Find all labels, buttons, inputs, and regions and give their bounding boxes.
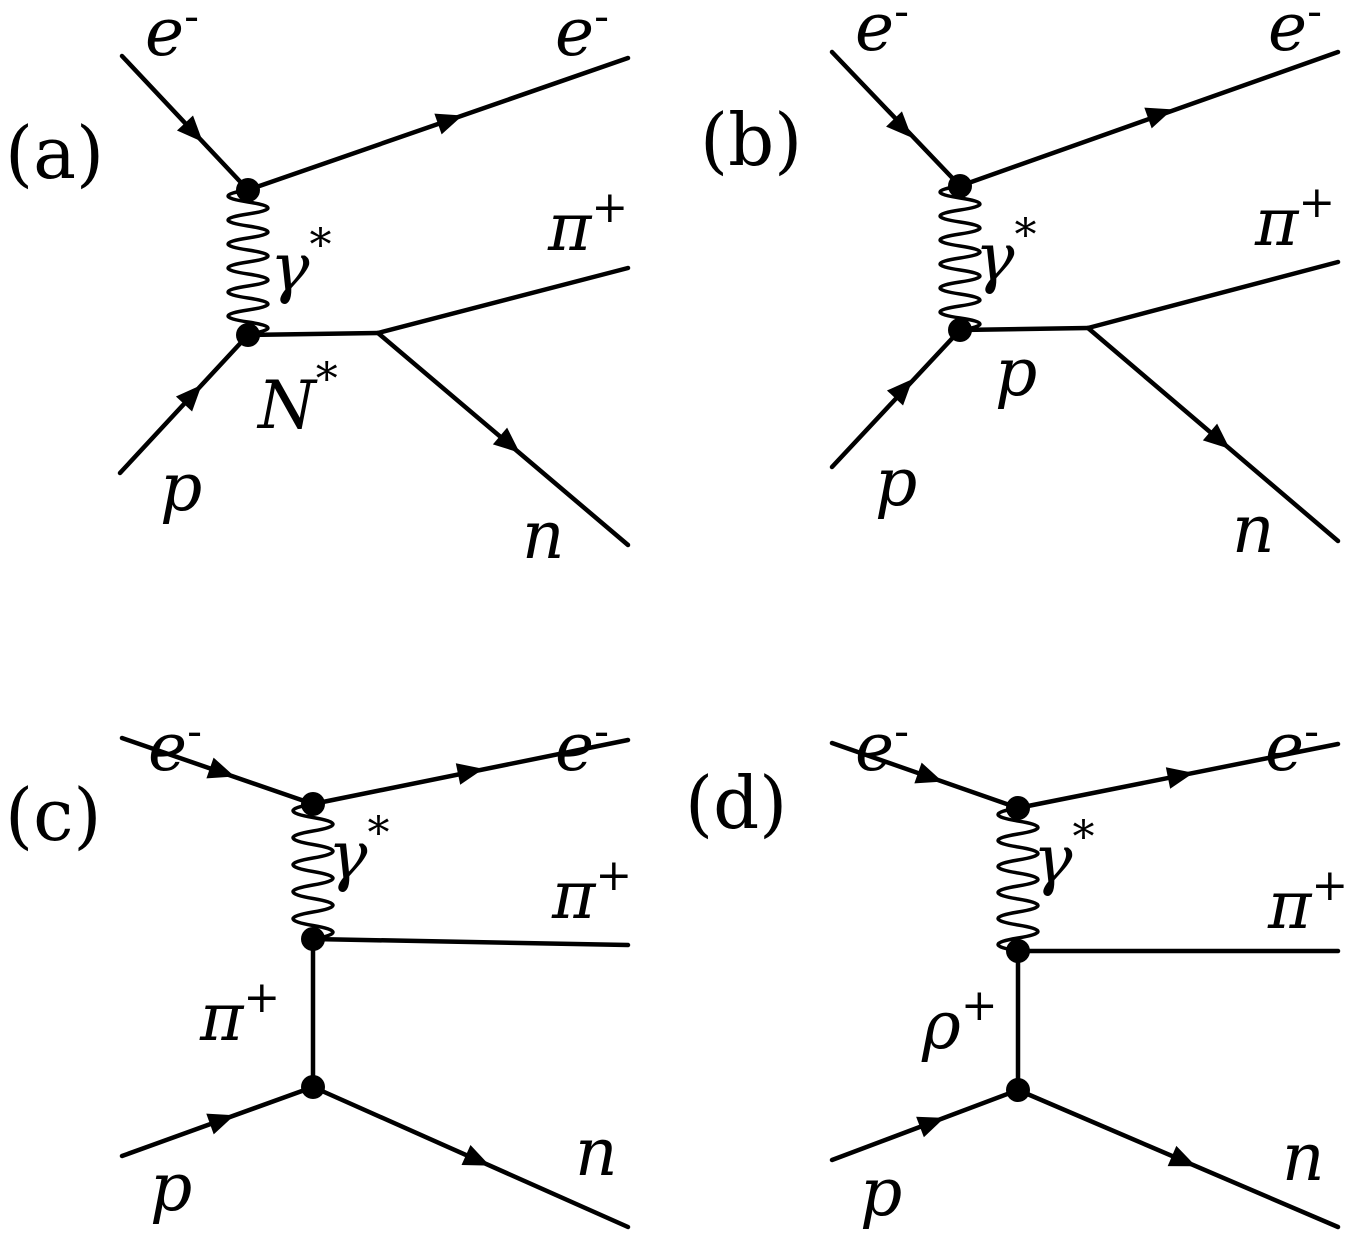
panel-b: (b) e- e- γ* π+ p p n	[700, 0, 1341, 568]
outgoing-neutron-label: n	[522, 497, 565, 574]
outgoing-pion-line	[310, 936, 631, 948]
electron-photon-vertex	[1006, 796, 1030, 820]
photon-label: γ*	[270, 220, 331, 306]
panel-b-label: (b)	[700, 98, 802, 182]
incoming-proton-arrow	[886, 378, 913, 406]
panel-d: (d) e- e- γ* π+ ρ+ p n	[685, 706, 1348, 1231]
incoming-electron-arrow	[176, 115, 203, 142]
electron-photon-vertex	[236, 178, 260, 202]
outgoing-electron-arrow	[434, 113, 463, 135]
intermediate-label: p	[995, 334, 1037, 411]
outgoing-electron-label: e-	[555, 706, 609, 786]
outgoing-pion-label: π+	[547, 182, 628, 266]
outgoing-pion-line	[375, 265, 631, 336]
virtual-photon-line	[291, 802, 335, 941]
photon-proton-vertex	[948, 318, 972, 342]
outgoing-neutron-arrow	[492, 427, 520, 453]
photon-label: γ*	[328, 808, 389, 894]
incoming-proton-label: p	[860, 1154, 902, 1231]
outgoing-neutron-label: n	[1232, 491, 1275, 568]
outgoing-electron-label: e-	[1268, 0, 1322, 66]
outgoing-neutron-arrow	[461, 1144, 490, 1166]
electron-photon-vertex	[948, 174, 972, 198]
outgoing-pion-line	[1085, 259, 1341, 331]
outgoing-electron-label: e-	[1265, 706, 1319, 786]
pion-nucleon-vertex	[301, 1075, 325, 1099]
outgoing-electron-arrow	[455, 763, 484, 785]
outgoing-neutron-arrow	[1167, 1145, 1196, 1167]
incoming-proton-arrow	[916, 1116, 945, 1138]
incoming-proton-label: p	[150, 1149, 192, 1226]
incoming-electron-label: e-	[145, 0, 199, 71]
incoming-proton-arrow	[206, 1113, 235, 1135]
exchange-label: π+	[199, 972, 280, 1056]
rho-nucleon-vertex	[1006, 1078, 1030, 1102]
panel-a-label: (a)	[5, 111, 104, 195]
outgoing-electron-arrow	[1144, 107, 1173, 129]
virtual-photon-line	[226, 188, 270, 336]
incoming-electron-arrow	[914, 762, 943, 784]
exchange-label: ρ+	[921, 980, 998, 1064]
outgoing-pion-label: π+	[1267, 860, 1348, 944]
incoming-electron-label: e-	[855, 0, 909, 66]
photon-proton-vertex	[236, 323, 260, 347]
virtual-photon-line	[996, 806, 1040, 953]
incoming-proton-label: p	[875, 444, 917, 521]
outgoing-pion-label: π+	[1254, 177, 1335, 261]
photon-label: γ*	[975, 210, 1036, 296]
outgoing-electron-arrow	[1165, 767, 1194, 789]
photon-pion-vertex	[301, 927, 325, 951]
outgoing-neutron-label: n	[575, 1114, 618, 1191]
panel-a: (a) e- e- γ* π+ p N* n	[5, 0, 631, 574]
virtual-photon-line	[938, 184, 982, 332]
panel-c: (c) e- e- γ* π+ π+ p n	[5, 706, 632, 1230]
intermediate-label: N*	[256, 354, 338, 444]
panel-c-label: (c)	[5, 773, 102, 857]
outgoing-neutron-label: n	[1282, 1119, 1325, 1196]
electron-photon-vertex	[301, 792, 325, 816]
outgoing-electron-label: e-	[555, 0, 609, 71]
photon-pion-vertex	[1006, 939, 1030, 963]
intermediate-proton-line	[957, 325, 1091, 333]
incoming-electron-label: e-	[148, 706, 202, 786]
incoming-proton-label: p	[160, 449, 202, 526]
incoming-electron-label: e-	[855, 706, 909, 786]
outgoing-neutron-arrow	[1202, 423, 1230, 449]
outgoing-pion-label: π+	[551, 850, 632, 934]
incoming-electron-arrow	[886, 111, 912, 138]
panel-d-label: (d)	[685, 761, 787, 845]
intermediate-resonance-line	[245, 330, 381, 338]
incoming-electron-arrow	[206, 757, 235, 779]
photon-label: γ*	[1033, 812, 1094, 898]
incoming-proton-arrow	[175, 384, 202, 412]
